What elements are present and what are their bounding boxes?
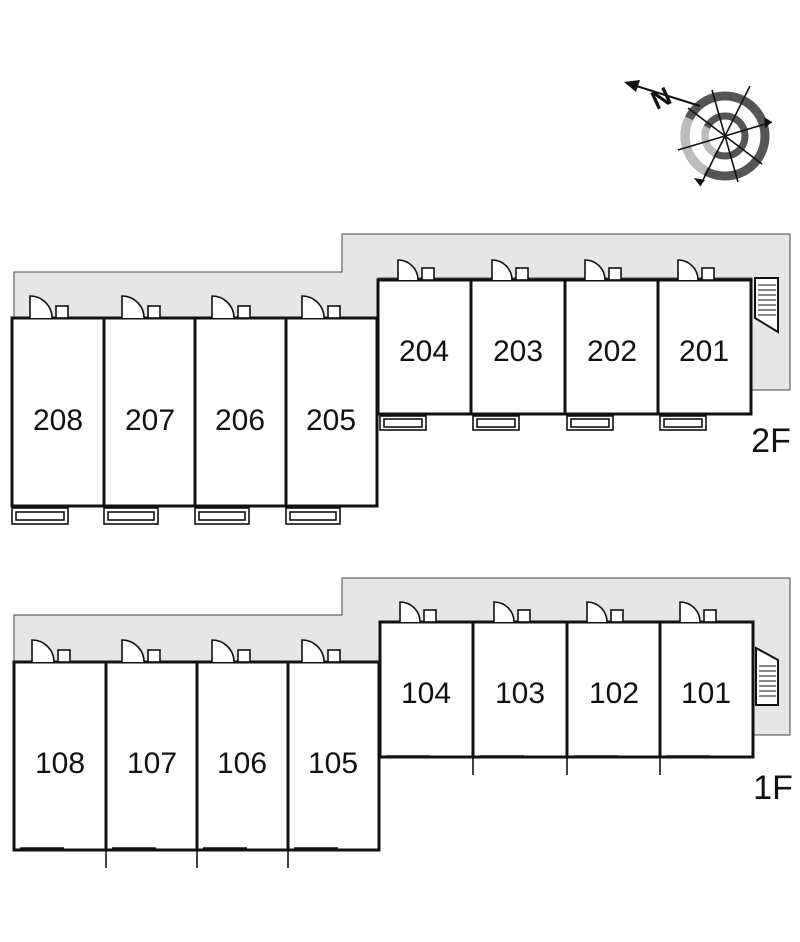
staircase [754,277,779,334]
floor-label-2f: 2F [751,422,791,460]
staircase [755,646,779,706]
unit-103 [471,620,569,759]
unit-label: 104 [401,677,451,710]
unit-label: 208 [33,404,83,437]
floor-label-1f: 1F [753,769,793,807]
unit-label: 108 [35,747,85,780]
unit-206 [193,316,288,508]
unit-208 [10,316,106,508]
unit-label: 206 [215,404,265,437]
unit-label: 101 [681,677,731,710]
balcony [11,415,707,525]
unit-label: 207 [125,404,175,437]
unit-107 [104,660,199,852]
door-icon [31,601,717,663]
unit-label: 202 [587,335,637,368]
unit-102 [565,620,662,759]
unit-205 [284,316,379,508]
floor-2f: 208 207 206 205 204 203 202 201 2F [10,233,791,525]
unit-201 [656,278,753,416]
unit-label: 102 [589,677,639,710]
floor-1f: 108 107 106 105 104 103 102 101 1F [12,577,793,868]
unit-label: 106 [217,747,267,780]
unit-101 [658,620,755,759]
unit-label: 103 [495,677,545,710]
unit-label: 107 [127,747,177,780]
unit-207 [102,316,197,508]
unit-105 [286,660,381,852]
unit-label: 205 [306,404,356,437]
unit-label: 203 [493,335,543,368]
unit-label: 204 [399,335,449,368]
door-icon [29,259,715,319]
unit-label: 201 [679,335,729,368]
compass-rose-icon [624,80,773,187]
unit-label: 105 [308,747,358,780]
unit-106 [195,660,290,852]
unit-203 [469,278,567,416]
window-marks [20,755,710,868]
